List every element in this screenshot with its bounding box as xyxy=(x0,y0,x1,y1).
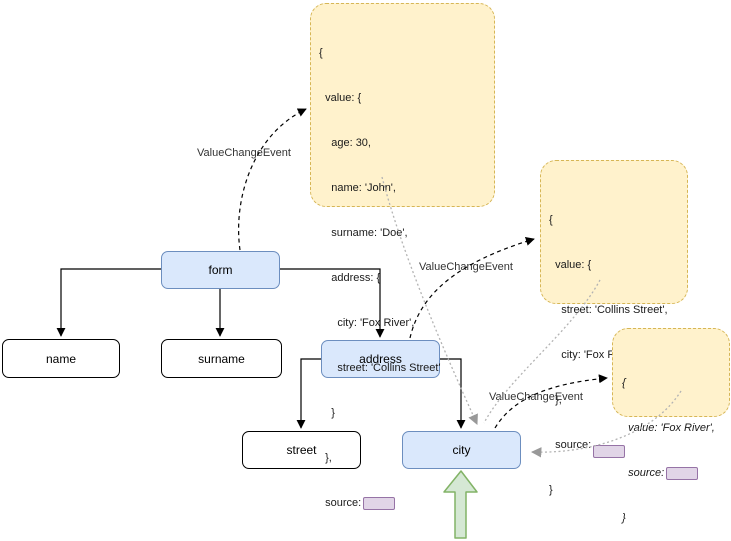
edge-label-city-event: ValueChangeEvent xyxy=(489,391,583,403)
source-label: source: xyxy=(622,467,665,479)
source-label: source: xyxy=(319,497,362,509)
code-line-source: source: xyxy=(622,466,725,481)
code-line: } xyxy=(622,512,626,524)
note-address-event-payload: { value: { street: 'Collins Street', cit… xyxy=(540,160,688,496)
node-name[interactable]: name xyxy=(2,339,120,378)
code-line: street: 'Collins Street' xyxy=(319,362,441,374)
code-line: } xyxy=(319,407,335,419)
source-label: source: xyxy=(549,439,592,451)
code-line: { xyxy=(319,47,323,59)
code-block: { value: 'Fox River', source: } xyxy=(613,329,729,541)
edge-label-address-event: ValueChangeEvent xyxy=(419,261,513,273)
code-line: city: 'Fox River', xyxy=(319,317,415,329)
event-arrow-form-to-payload xyxy=(238,108,307,251)
note-city-event-payload: { value: 'Fox River', source: } xyxy=(612,328,730,524)
note-form-event-payload: { value: { age: 30, name: 'John', surnam… xyxy=(310,3,495,510)
edge-label-form-event: ValueChangeEvent xyxy=(197,147,291,159)
code-line: value: { xyxy=(319,92,362,104)
code-line: }, xyxy=(319,452,332,464)
code-line: value: { xyxy=(549,259,592,271)
source-ref-box xyxy=(363,497,396,510)
code-line: address: { xyxy=(319,272,381,284)
code-line: { xyxy=(622,377,626,389)
node-city[interactable]: city xyxy=(402,431,521,469)
node-form[interactable]: form xyxy=(161,251,280,289)
code-line: } xyxy=(549,484,553,496)
code-line: age: 30, xyxy=(319,137,371,149)
code-line: name: 'John', xyxy=(319,182,396,194)
code-line: value: 'Fox River', xyxy=(622,422,715,434)
source-ref-box xyxy=(666,467,699,480)
code-line-source: source: xyxy=(319,496,488,511)
code-line: street: 'Collins Street', xyxy=(549,304,668,316)
code-line: { xyxy=(549,214,553,226)
code-line: surname: 'Doe', xyxy=(319,227,408,239)
edge-form-name xyxy=(56,268,161,337)
node-surname[interactable]: surname xyxy=(161,339,282,378)
node-street[interactable]: street xyxy=(242,431,361,469)
